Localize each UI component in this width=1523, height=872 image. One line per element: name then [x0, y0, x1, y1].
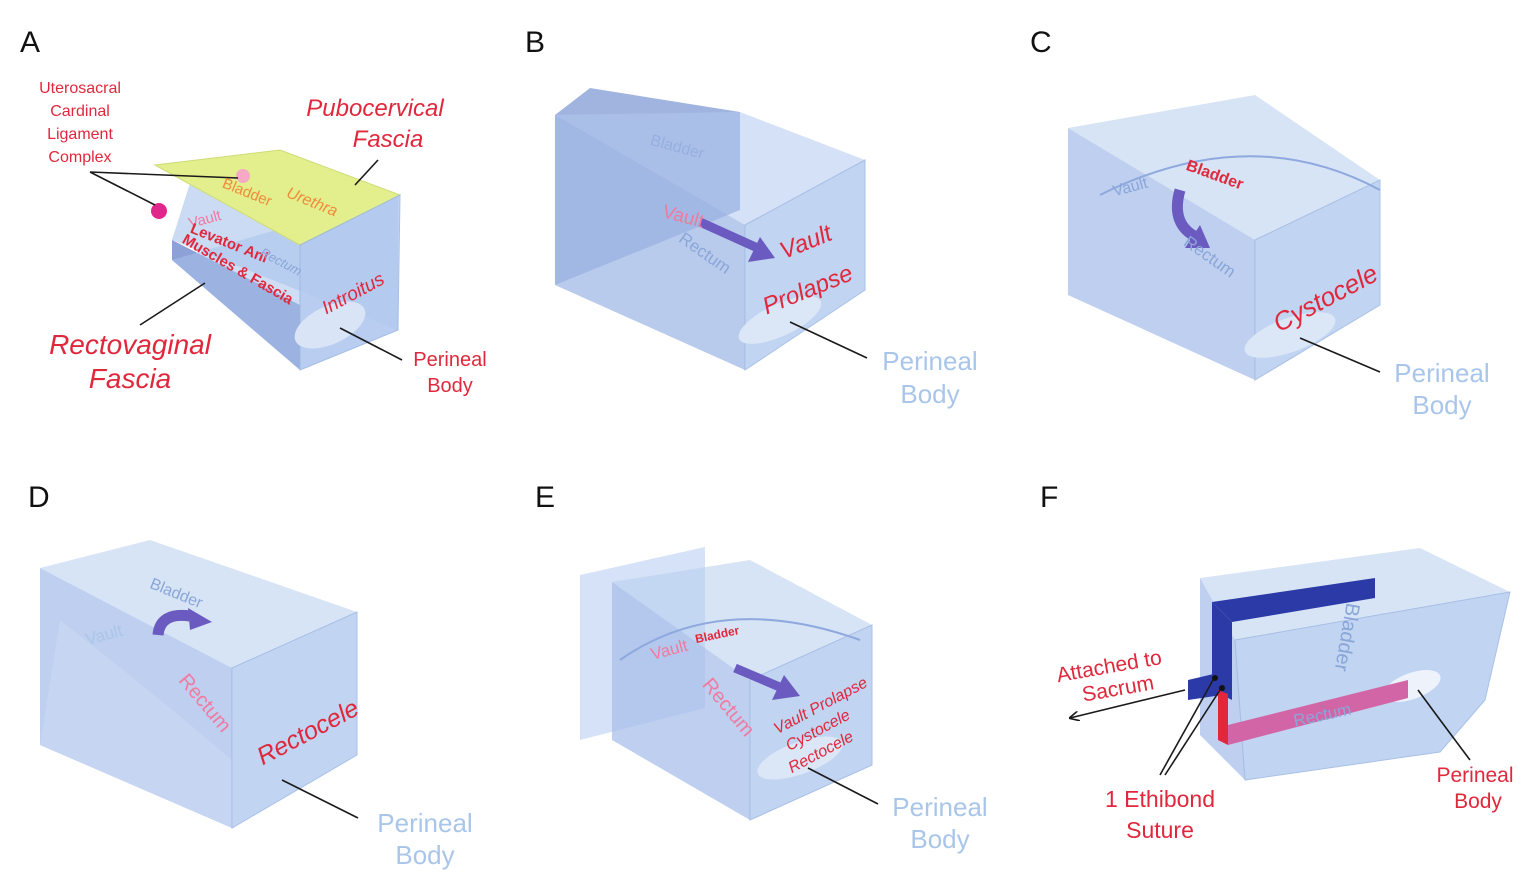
panel-a-ligament-line4: Complex — [48, 149, 111, 166]
panel-c-letter: C — [1030, 26, 1052, 59]
panel-e-letter: E — [535, 481, 555, 514]
panel-e-box — [580, 547, 873, 821]
panel-a-perineal-body — [294, 301, 366, 349]
panel-e-bladder-curve — [619, 618, 861, 661]
panel-a-rectovaginal-line2: Fascia — [89, 363, 171, 394]
panel-d-letter: D — [28, 481, 50, 514]
panel-a-ligament-marker-top — [236, 169, 250, 183]
panel-f-suture-line1: 1 Ethibond — [1105, 786, 1215, 812]
panel-d-top-face — [40, 540, 357, 668]
panel-e-perineal-line2: Body — [910, 824, 969, 854]
panel-a-pubocervical-line1: Pubocervical — [306, 95, 444, 122]
panel-a-ligament-line1: Uterosacral — [39, 80, 121, 97]
panel-c-box — [1068, 95, 1381, 381]
panel-a-perineal-line1: Perineal — [413, 349, 486, 371]
panel-d-box — [40, 540, 358, 829]
panel-e-perineal-body — [757, 736, 843, 780]
panel-c-perineal-line1: Perineal — [1394, 358, 1489, 388]
panel-e-prolapse-arrow-head — [772, 675, 800, 700]
panel-a-ligament-line2: Cardinal — [50, 103, 110, 120]
panel-a-leader-ligament-left — [89, 171, 156, 206]
panel-e: E Vault Bladder Rectum Vault Prolapse Cy… — [535, 481, 988, 854]
panel-d-rectocele-arrow-head — [188, 608, 212, 630]
panel-f-letter: F — [1040, 481, 1058, 514]
panel-f-mesh-red-strip — [1218, 690, 1228, 745]
panel-a: A Uterosacral Cardinal Ligament Complex … — [20, 26, 487, 397]
panel-d-perineal-line1: Perineal — [377, 808, 472, 838]
panel-f-mesh-bladder-strip — [1212, 578, 1375, 622]
panel-a-leader-ligament-top — [89, 171, 239, 179]
panel-d-front-face — [231, 611, 358, 829]
panel-b-top-face — [555, 112, 865, 225]
panel-b-leader-perineal — [789, 321, 868, 359]
panel-f-leader-perineal — [1417, 689, 1471, 761]
panel-f-front-face — [1234, 591, 1511, 781]
panel-a-perineal-line2: Body — [427, 375, 473, 397]
panel-b-prolapse-arrow-head — [748, 237, 775, 262]
panel-a-leader-rectovaginal — [139, 282, 206, 326]
panel-e-perineal-line1: Perineal — [892, 792, 987, 822]
panel-b-box — [555, 88, 866, 371]
panel-a-ligament-marker-left — [151, 203, 167, 219]
panel-a-letter: A — [20, 26, 40, 59]
panel-a-leader-perineal — [339, 327, 403, 361]
panel-f: F Bladder Rectum Attached to Sacrum 1 Et… — [1040, 481, 1514, 843]
panel-d-rectocele-arrow-shaft — [152, 609, 191, 636]
panel-b-letter: B — [525, 26, 545, 59]
panel-e-left-face — [612, 582, 750, 820]
panel-a-box — [151, 149, 402, 371]
panel-d-leader-perineal — [281, 779, 359, 819]
panel-f-mesh-rectum-strip — [1228, 680, 1408, 745]
panel-b-perineal-line2: Body — [900, 379, 959, 409]
panel-d: D Vault Bladder Rectum Rectocele Perinea… — [28, 481, 473, 870]
panel-b-perineal-body — [738, 296, 822, 344]
panel-f-sacrum-arrow — [1070, 689, 1186, 718]
panel-f-leader-suture-2 — [1164, 689, 1221, 776]
panel-f-suture-dot-1 — [1212, 675, 1218, 681]
panel-e-prolapse-arrow-shaft — [733, 663, 784, 693]
panel-c-perineal-line2: Body — [1412, 390, 1471, 420]
panel-a-ligament-line3: Ligament — [47, 126, 113, 143]
panel-e-leader-perineal — [807, 767, 879, 805]
panel-c-leader-perineal — [1299, 337, 1381, 373]
panel-d-rectocele-bulge — [40, 620, 232, 828]
panel-c-perineal-body — [1244, 312, 1336, 358]
panel-b-left-face — [555, 115, 745, 370]
panel-c-bladder-curve — [1099, 155, 1381, 196]
panel-f-suture-line2: Suture — [1126, 817, 1194, 843]
panel-a-pubocervical-line2: Fascia — [353, 126, 424, 153]
panel-b-perineal-line1: Perineal — [882, 346, 977, 376]
panel-b: B Bladder Vault Rectum Vault Prolapse Pe… — [525, 26, 978, 409]
panel-f-perineal-line2: Body — [1454, 790, 1502, 813]
panel-a-leader-pubocervical — [354, 159, 379, 186]
panel-f-leader-suture-1 — [1159, 679, 1214, 776]
panel-c-left-face — [1068, 128, 1255, 380]
panel-b-prolapse-arrow-shaft — [698, 217, 764, 255]
panel-f-suture-dot-2 — [1219, 685, 1225, 691]
panel-f-perineal-line1: Perineal — [1436, 764, 1513, 787]
panel-c: C Vault Bladder Rectum Cystocele Perinea… — [1030, 26, 1490, 420]
panel-a-rectovaginal-line1: Rectovaginal — [49, 329, 212, 360]
panel-c-top-face — [1068, 95, 1380, 240]
panel-c-cystocele-arrow-head — [1185, 225, 1210, 248]
panel-d-perineal-line2: Body — [395, 840, 454, 870]
